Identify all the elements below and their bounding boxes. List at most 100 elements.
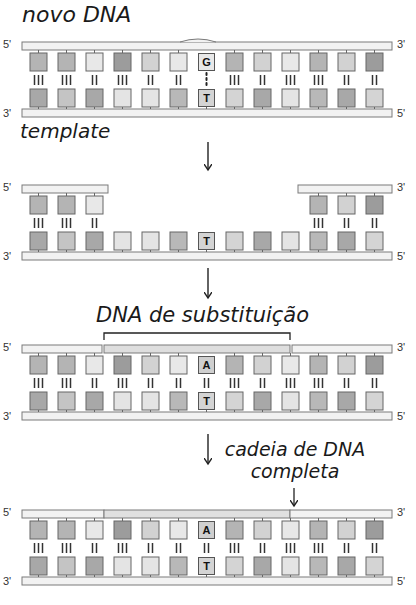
hydrogen-bond	[34, 218, 36, 228]
base	[86, 356, 103, 374]
base-stem	[94, 518, 95, 521]
base	[30, 521, 47, 539]
base	[338, 521, 355, 539]
base	[254, 232, 271, 250]
base-stem	[122, 250, 123, 252]
hydrogen-bond	[344, 543, 346, 553]
strand-end-label: 3'	[397, 38, 405, 51]
strand-end-label: 3'	[397, 506, 405, 519]
base-stem	[178, 518, 179, 521]
hydrogen-bond	[42, 218, 44, 228]
hydrogen-bond	[92, 543, 94, 553]
hydrogen-bond	[344, 75, 346, 85]
base	[114, 232, 131, 250]
strand-end-label: 3'	[3, 575, 11, 588]
hydrogen-bond	[348, 218, 350, 228]
base	[58, 557, 75, 575]
base	[114, 356, 131, 374]
base	[310, 89, 327, 107]
hydrogen-bond	[376, 75, 378, 85]
base	[366, 521, 383, 539]
base-stem	[122, 50, 123, 53]
base	[366, 196, 383, 214]
hydrogen-bond	[348, 75, 350, 85]
hydrogen-bond	[322, 218, 324, 228]
hydrogen-bond	[264, 543, 266, 553]
base-stem	[290, 575, 291, 577]
backbone	[22, 577, 392, 585]
hydrogen-bond	[318, 75, 320, 85]
base-stem	[262, 50, 263, 53]
base	[338, 557, 355, 575]
base	[310, 557, 327, 575]
base	[310, 232, 327, 250]
base-stem	[206, 410, 207, 412]
backbone	[22, 412, 392, 420]
hydrogen-bond	[152, 543, 154, 553]
base-box: A	[198, 356, 215, 374]
hydrogen-bond	[238, 378, 240, 388]
hydrogen-bond	[118, 378, 120, 388]
base-stem	[262, 353, 263, 356]
strand-end-label: 3'	[397, 181, 405, 194]
hydrogen-bond	[260, 75, 262, 85]
base-stem	[66, 575, 67, 577]
base-stem	[346, 250, 347, 252]
hydrogen-bond	[70, 378, 72, 388]
base-stem	[346, 107, 347, 109]
base	[310, 196, 327, 214]
base-stem	[38, 250, 39, 252]
hydrogen-bond	[204, 543, 206, 553]
base	[366, 392, 383, 410]
base-stem	[66, 50, 67, 53]
base-stem	[290, 518, 291, 521]
base-stem	[318, 518, 319, 521]
hydrogen-bond	[318, 218, 320, 228]
backbone	[22, 185, 108, 193]
base	[142, 392, 159, 410]
hydrogen-bond	[322, 543, 324, 553]
base-stem	[150, 518, 151, 521]
backbone	[298, 185, 392, 193]
mismatch-link	[206, 73, 208, 87]
hydrogen-bond	[286, 543, 288, 553]
hydrogen-bond	[62, 75, 64, 85]
base	[30, 557, 47, 575]
hydrogen-bond	[180, 543, 182, 553]
hydrogen-bond	[208, 378, 210, 388]
backbone	[22, 252, 392, 260]
base-stem	[66, 193, 67, 196]
hydrogen-bond	[344, 378, 346, 388]
backbone	[22, 109, 392, 117]
base-stem	[178, 575, 179, 577]
base	[58, 232, 75, 250]
base	[366, 89, 383, 107]
hydrogen-bond	[234, 75, 236, 85]
hydrogen-bond	[290, 378, 292, 388]
hydrogen-bond	[62, 378, 64, 388]
base-stem	[122, 410, 123, 412]
step-arrow	[207, 142, 208, 170]
base-stem	[262, 518, 263, 521]
base-stem	[346, 575, 347, 577]
hydrogen-bond	[38, 378, 40, 388]
hydrogen-bond	[372, 543, 374, 553]
base-stem	[234, 518, 235, 521]
base-box: A	[198, 521, 215, 539]
hydrogen-bond	[234, 543, 236, 553]
base	[310, 392, 327, 410]
hydrogen-bond	[314, 218, 316, 228]
base-stem	[38, 518, 39, 521]
base	[170, 232, 187, 250]
strand-end-label: 5'	[3, 506, 11, 519]
base-stem	[318, 353, 319, 356]
hydrogen-bond	[318, 378, 320, 388]
step-arrow	[207, 268, 208, 298]
base	[338, 89, 355, 107]
hydrogen-bond	[180, 75, 182, 85]
base	[226, 89, 243, 107]
hydrogen-bond	[180, 378, 182, 388]
hydrogen-bond	[348, 378, 350, 388]
hydrogen-bond	[314, 75, 316, 85]
hydrogen-bond	[230, 378, 232, 388]
